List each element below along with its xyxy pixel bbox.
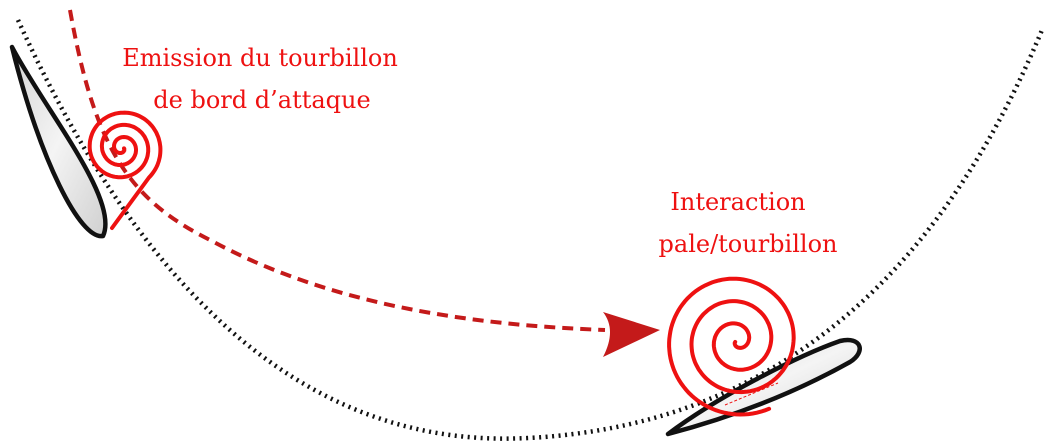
vortex-path-arrowhead	[603, 312, 660, 357]
interaction-label-line1: Interaction	[670, 188, 805, 216]
emission-label-line1: Emission du tourbillon	[122, 44, 398, 72]
blade-trajectory-circle	[18, 20, 1042, 439]
interaction-label-line2: pale/tourbillon	[659, 230, 838, 258]
emission-label-line2: de bord d’attaque	[153, 86, 370, 114]
